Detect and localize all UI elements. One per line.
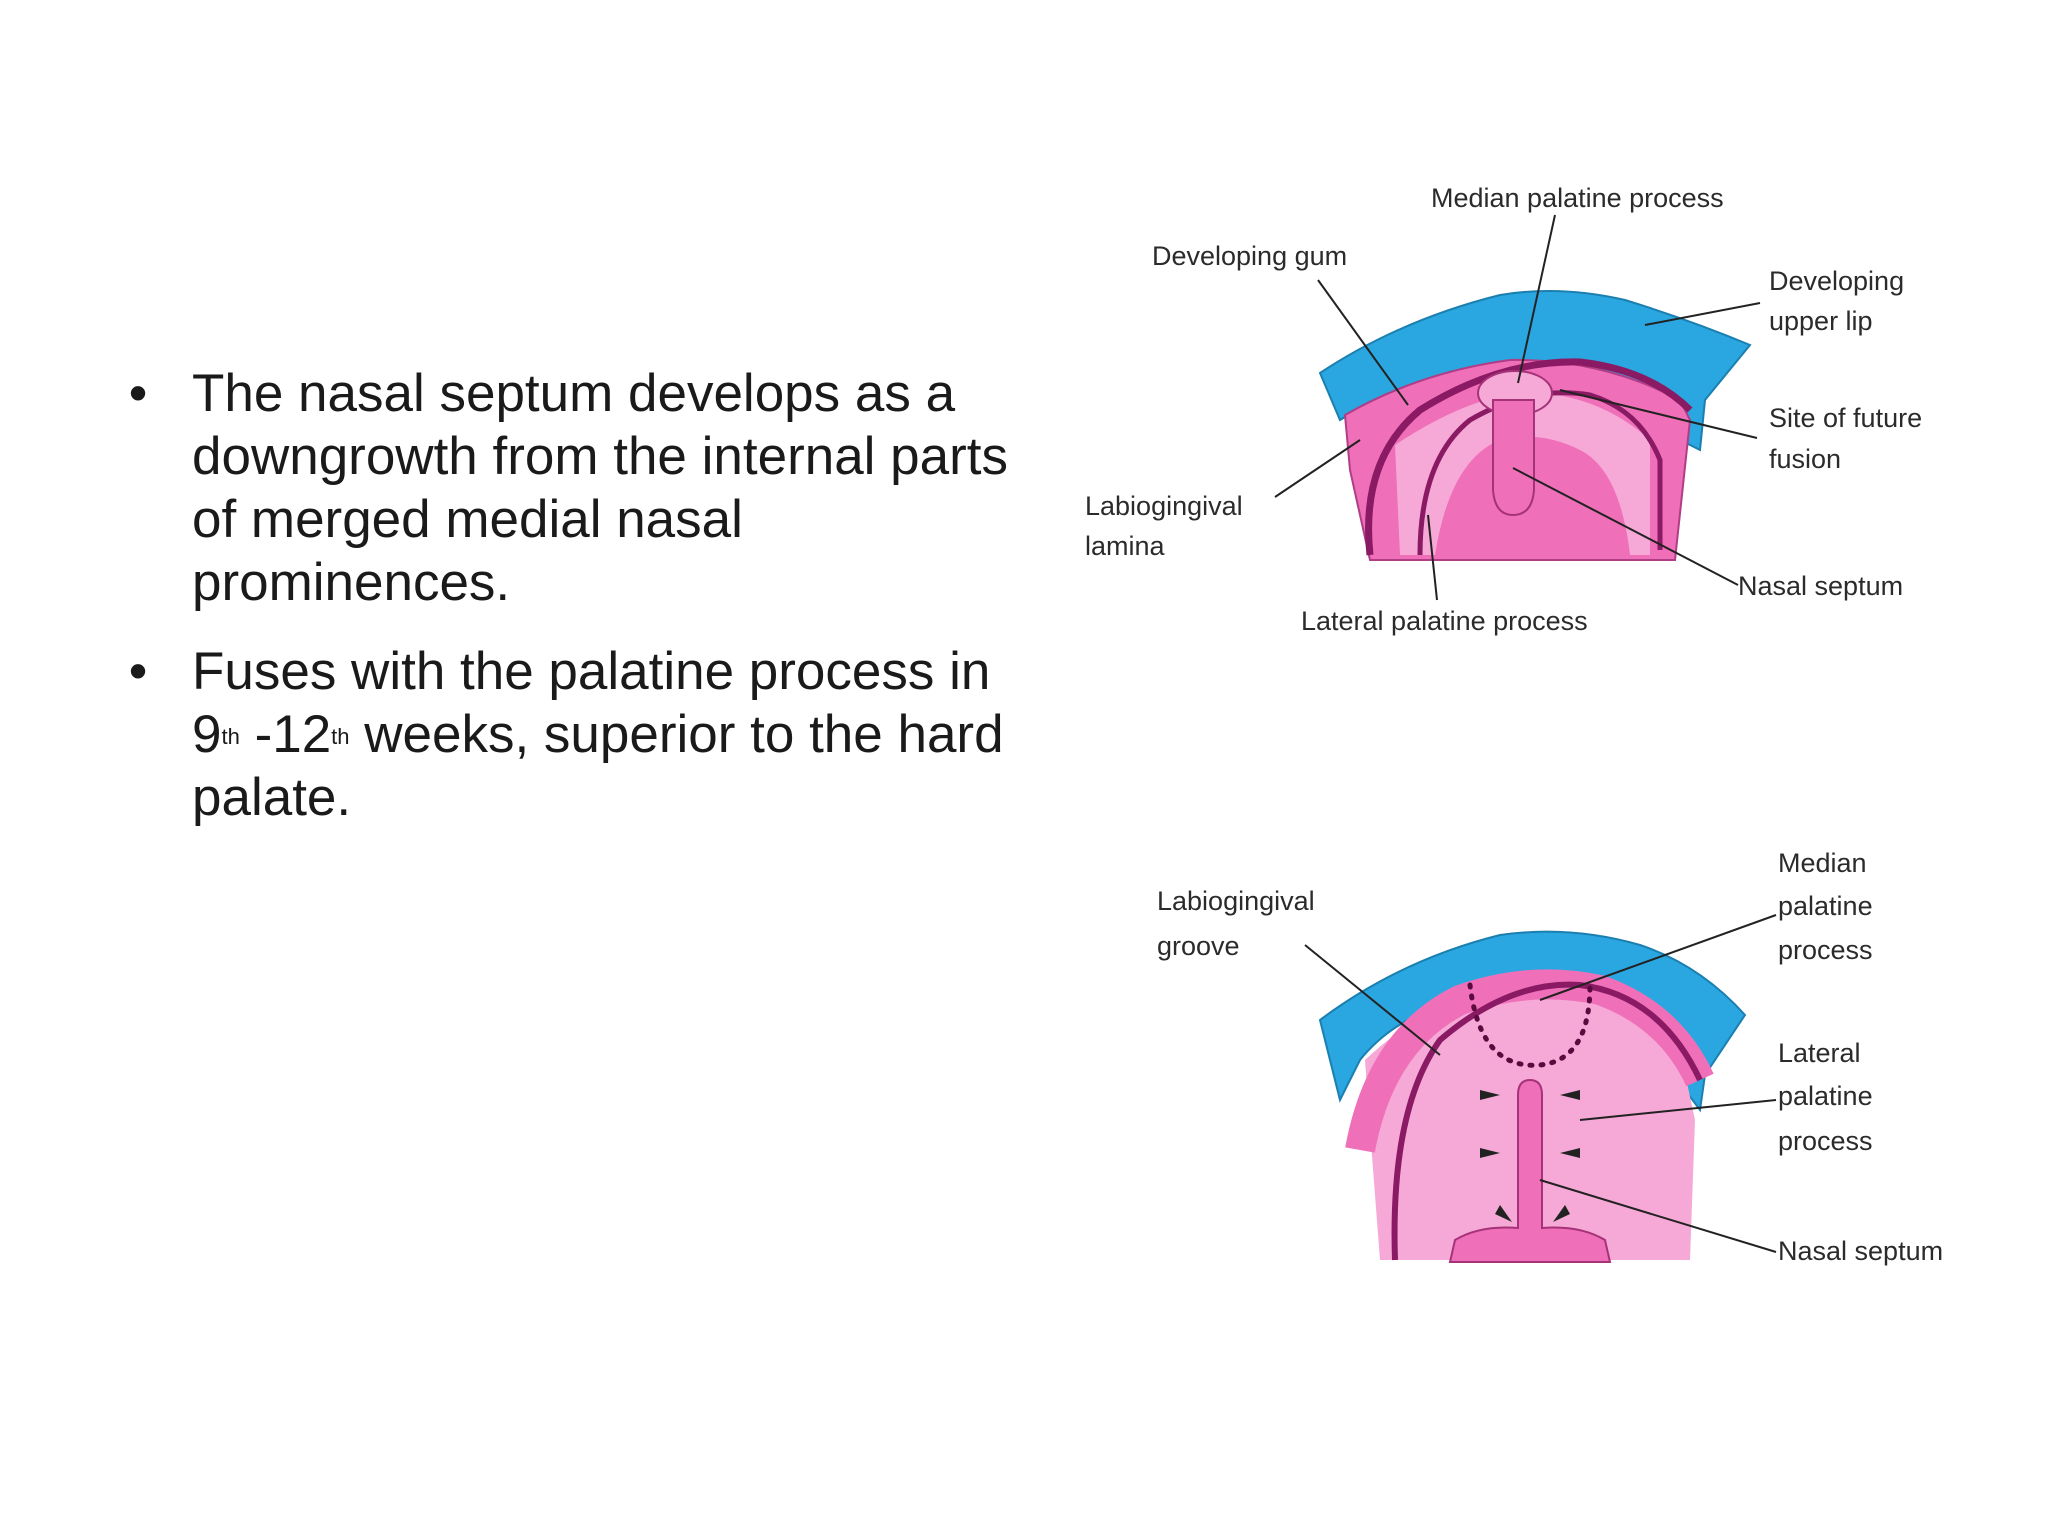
bottom-leader-lines xyxy=(1304,914,1777,1253)
bullet-list: • The nasal septum develops as a downgro… xyxy=(120,362,1020,855)
fusion-arrows xyxy=(1480,1090,1580,1222)
bullet-dot: • xyxy=(128,364,148,423)
superscript-th: th xyxy=(221,724,240,749)
top-leader-lines xyxy=(1274,214,1761,601)
label-labiogingival-groove-1: Labiogingival xyxy=(1157,886,1315,916)
label-lateral-palatine-2: palatine xyxy=(1778,1081,1873,1111)
label-site-of-future-fusion-2: fusion xyxy=(1769,444,1841,474)
label-labiogingival-lamina-2: lamina xyxy=(1085,531,1166,561)
superscript-th: th xyxy=(331,724,350,749)
label-lateral-palatine-process: Lateral palatine process xyxy=(1301,606,1588,636)
bullet-text-1: The nasal septum develops as a downgrowt… xyxy=(192,364,1009,612)
labiogingival-groove-line xyxy=(1391,981,1703,1261)
label-site-of-future-fusion-1: Site of future xyxy=(1769,403,1922,433)
label-developing-upper-lip-2: upper lip xyxy=(1769,306,1873,336)
label-median-palatine-1: Median xyxy=(1778,848,1867,878)
label-labiogingival-lamina-1: Labiogingival xyxy=(1085,491,1243,521)
top-diagram: Median palatine process Developing gum D… xyxy=(1085,183,1922,636)
label-labiogingival-groove-2: groove xyxy=(1157,931,1240,961)
label-median-palatine-3: process xyxy=(1778,935,1873,965)
fusion-dotted-arc xyxy=(1467,982,1593,1068)
label-nasal-septum-top: Nasal septum xyxy=(1738,571,1903,601)
label-nasal-septum-bottom: Nasal septum xyxy=(1778,1236,1943,1266)
bottom-diagram: Labiogingival groove Median palatine pro… xyxy=(1157,848,1943,1266)
bullet-item-1: • The nasal septum develops as a downgro… xyxy=(120,362,1020,614)
label-median-palatine-process: Median palatine process xyxy=(1431,183,1724,213)
nasal-septum-fused-shape xyxy=(1448,1078,1612,1263)
label-lateral-palatine-1: Lateral xyxy=(1778,1038,1861,1068)
label-median-palatine-2: palatine xyxy=(1778,891,1873,921)
label-developing-upper-lip-1: Developing xyxy=(1769,266,1904,296)
bullet-item-2: • Fuses with the palatine process in 9th… xyxy=(120,640,1020,829)
label-lateral-palatine-3: process xyxy=(1778,1126,1873,1156)
label-developing-gum: Developing gum xyxy=(1152,241,1347,271)
nasal-septum-shape xyxy=(1492,399,1535,517)
bullet-text-2: Fuses with the palatine process in 9th -… xyxy=(192,642,1004,827)
bullet-dot: • xyxy=(128,642,148,701)
